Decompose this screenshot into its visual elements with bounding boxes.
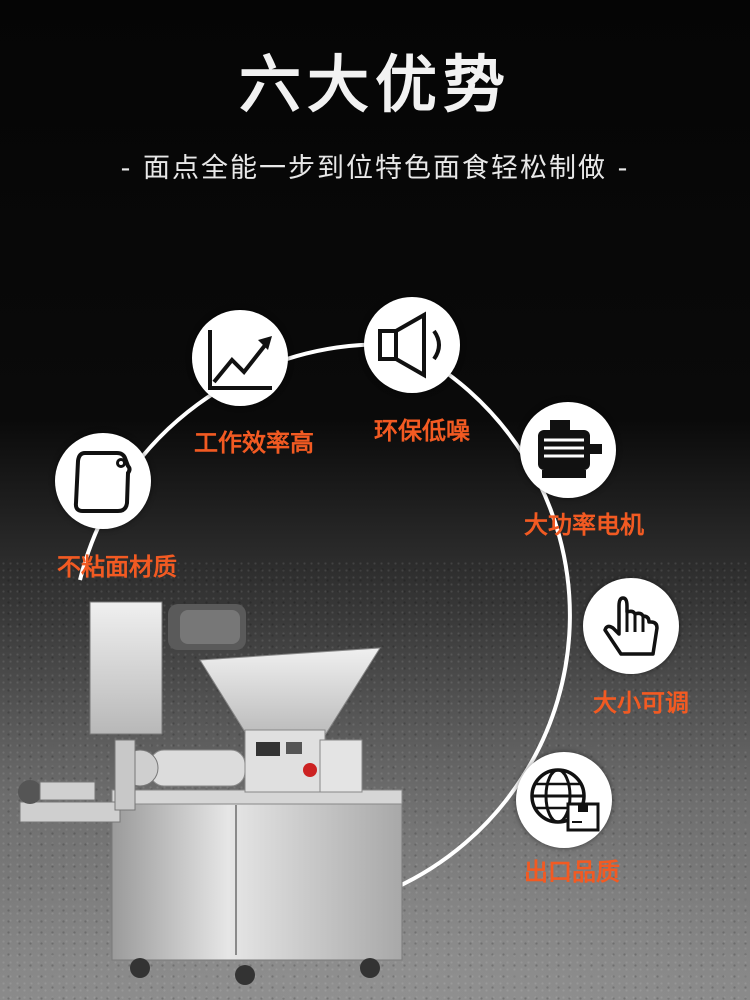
trend-up-icon bbox=[208, 330, 272, 390]
cutting-board-icon bbox=[73, 451, 132, 513]
feature-circle bbox=[55, 433, 151, 529]
hand-pointer-icon bbox=[603, 596, 659, 656]
motor-icon bbox=[538, 420, 602, 478]
page-subtitle: - 面点全能一步到位特色面食轻松制做 - bbox=[120, 153, 630, 184]
feature-circle bbox=[520, 402, 616, 498]
feature-circle bbox=[516, 752, 612, 848]
feature-label: 大小可调 bbox=[593, 689, 689, 717]
page-title: 六大优势 bbox=[238, 48, 511, 121]
feature-label: 工作效率高 bbox=[194, 429, 314, 457]
feature-circle bbox=[583, 578, 679, 674]
speaker-icon bbox=[378, 311, 441, 379]
dough-machine-illustration bbox=[18, 601, 403, 985]
feature-circle bbox=[192, 310, 288, 406]
globe-box-icon bbox=[530, 768, 600, 832]
feature-label: 环保低噪 bbox=[374, 417, 470, 445]
feature-circle bbox=[364, 297, 460, 393]
feature-label: 不粘面材质 bbox=[57, 553, 177, 581]
feature-label: 出口品质 bbox=[524, 858, 620, 886]
feature-label: 大功率电机 bbox=[524, 511, 644, 539]
